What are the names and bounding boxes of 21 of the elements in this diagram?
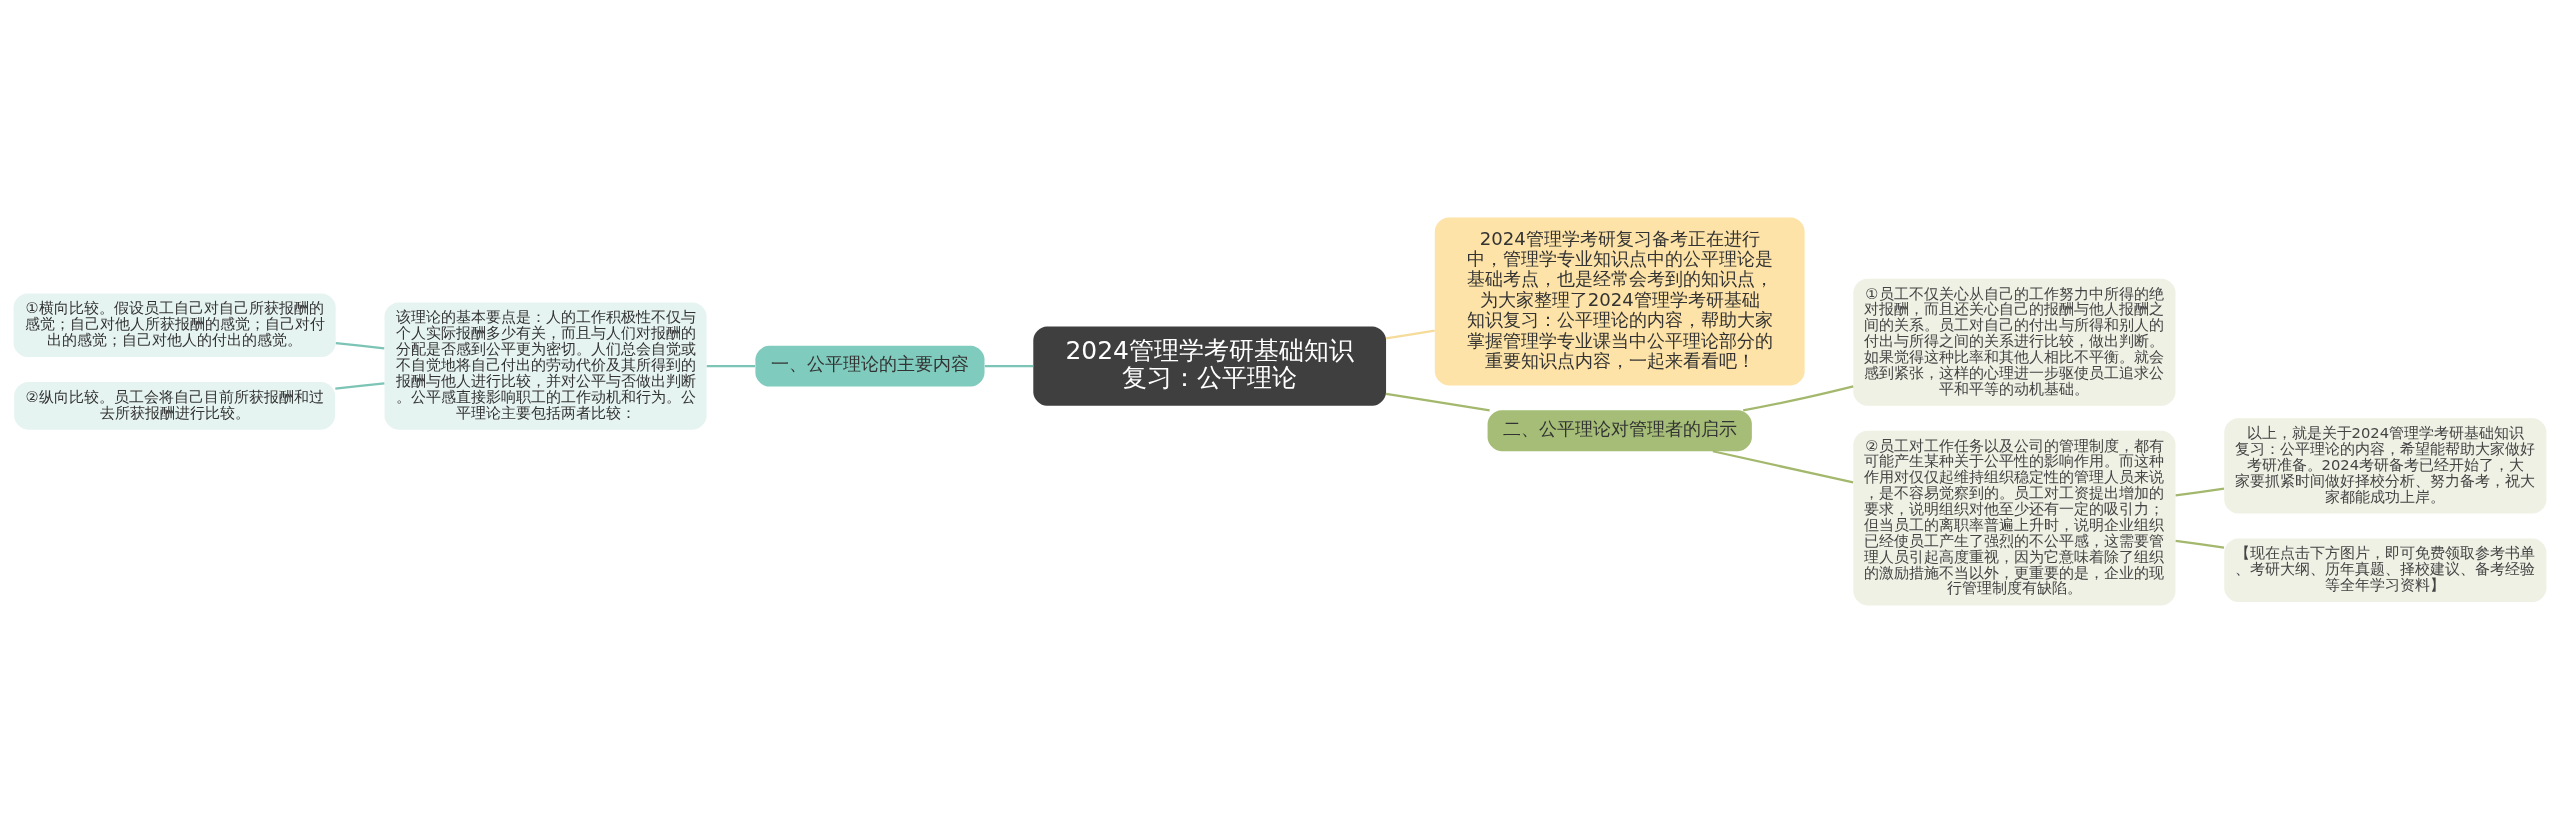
connector bbox=[1712, 450, 1854, 484]
connector bbox=[2175, 539, 2225, 549]
connector bbox=[335, 382, 385, 390]
node-box: 以上，就是关于2024管理学考研基础知识复习：公平理论的内容，希望能帮助大家做好考研准备。2024考研备考已经开始了，大家要抓紧时间做好择校分析、努力备考，祝大家都能成功上岸。 bbox=[2224, 418, 2547, 514]
node-box: ②员工对工作任务以及公司的管理制度，都有可能产生某种关于公平性的影响作用。而这种作用对仅仅起维持组织稳定性的管理人员来说，是不容易觉察到的。员工对工资提出增加的要求，说明组织对他至少还有一定的吸引力；但当员工的离职率普遍上升时，说明企业组织已经使员工产生了强烈的不公平感，这需要管理人员引起高度重视，因为它意味着除了组织的激励措施不当以外，更重要的是，企业的现行管理制度有缺陷。 bbox=[1853, 430, 2176, 606]
node-box: ①横向比较。假设员工自己对自己所获报酬的感觉；自己对他人所获报酬的感觉；自己对付出的感觉；自己对他人的付出的感觉。 bbox=[13, 293, 336, 358]
node-box: 【现在点击下方图片，即可免费领取参考书单、考研大纲、历年真题、择校建议、备考经验等全年学习资料】 bbox=[2224, 538, 2547, 603]
connector bbox=[1743, 385, 1854, 412]
connector bbox=[706, 365, 755, 368]
node-box: 二、公平理论对管理者的启示 bbox=[1487, 410, 1752, 452]
node-box: 2024管理学考研基础知识复习：公平理论 bbox=[1033, 326, 1387, 406]
node-box: 一、公平理论的主要内容 bbox=[755, 345, 985, 387]
node-box: ②纵向比较。员工会将自己目前所获报酬和过去所获报酬进行比较。 bbox=[14, 382, 336, 430]
node-box: 该理论的基本要点是：人的工作积极性不仅与个人实际报酬多少有关，而且与人们对报酬的分配是否感到公平更为密切。人们总会自觉或不自觉地将自己付出的劳动代价及其所得到的报酬与他人进行比较，并对公平与否做出判断。公平感直接影响职工的工作动机和行为。公平理论主要包括两者比较： bbox=[384, 302, 707, 430]
connector bbox=[2175, 487, 2225, 497]
connector bbox=[335, 341, 385, 350]
connector bbox=[1385, 392, 1490, 412]
connector bbox=[984, 365, 1034, 368]
node-box: ①员工不仅关心从自己的工作努力中所得的绝对报酬，而且还关心自己的报酬与他人报酬之间的关系。员工对自己的付出与所得和别人的付出与所得之间的关系进行比较，做出判断。如果觉得这种比率和其他人相比不平衡。就会感到紧张，这样的心理进一步驱使员工追求公平和平等的动机基础。 bbox=[1853, 278, 2176, 406]
node-box: 2024管理学考研复习备考正在进行中，管理学专业知识点中的公平理论是基础考点，也是经常会考到的知识点，为大家整理了2024管理学考研基础知识复习：公平理论的内容，帮助大家掌握管理学专业课当中公平理论部分的重要知识点内容，一起来看看吧！ bbox=[1434, 217, 1805, 386]
connector bbox=[1385, 329, 1435, 340]
